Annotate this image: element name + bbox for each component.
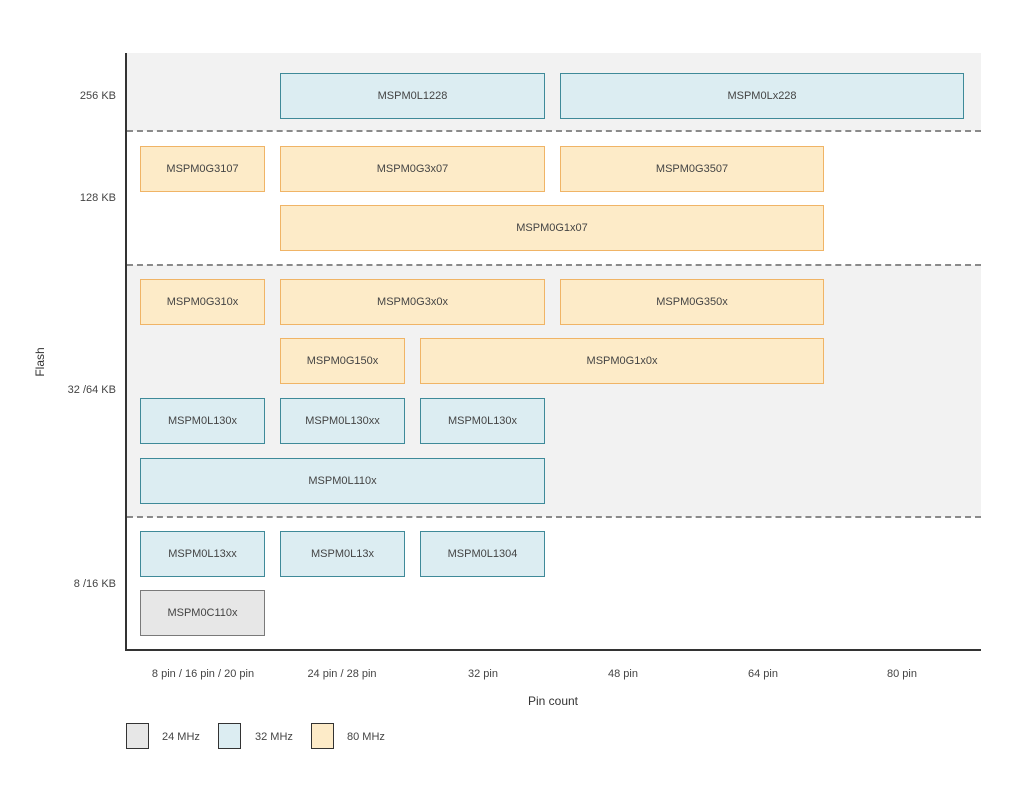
legend-label-24mhz: 24 MHz bbox=[162, 731, 200, 743]
band-8-16kb bbox=[127, 517, 981, 649]
part-box: MSPM0G1x0x bbox=[420, 338, 824, 384]
row-label-256kb: 256 KB bbox=[79, 90, 116, 102]
row-label-128kb: 128 KB bbox=[79, 192, 116, 204]
legend-label-80mhz: 80 MHz bbox=[347, 731, 385, 743]
part-box: MSPM0G150x bbox=[280, 338, 405, 384]
legend-label-32mhz: 32 MHz bbox=[255, 731, 293, 743]
divider-64-16 bbox=[127, 516, 981, 518]
divider-128-64 bbox=[127, 264, 981, 266]
x-tick-label: 8 pin / 16 pin / 20 pin bbox=[151, 668, 255, 680]
part-box: MSPM0G3507 bbox=[560, 146, 824, 192]
legend-swatch-24mhz bbox=[126, 723, 149, 749]
divider-256-128 bbox=[127, 130, 981, 132]
legend-swatch-32mhz bbox=[218, 723, 241, 749]
x-tick-label: 64 pin bbox=[748, 668, 778, 680]
y-axis-title: Flash bbox=[33, 347, 47, 377]
part-box: MSPM0G3107 bbox=[140, 146, 265, 192]
part-box: MSPM0L13x bbox=[280, 531, 405, 577]
part-box: MSPM0L130x bbox=[140, 398, 265, 444]
part-box: MSPM0L110x bbox=[140, 458, 545, 504]
part-box: MSPM0L1304 bbox=[420, 531, 545, 577]
part-box: MSPM0G3x0x bbox=[280, 279, 545, 325]
x-tick-label: 48 pin bbox=[608, 668, 638, 680]
y-axis-line bbox=[125, 53, 127, 650]
part-box: MSPM0G350x bbox=[560, 279, 824, 325]
part-box: MSPM0C110x bbox=[140, 590, 265, 636]
legend-swatch-80mhz bbox=[311, 723, 334, 749]
x-tick-label: 80 pin bbox=[887, 668, 917, 680]
x-tick-label: 32 pin bbox=[468, 668, 498, 680]
x-tick-label: 24 pin / 28 pin bbox=[307, 668, 377, 680]
part-box: MSPM0L130x bbox=[420, 398, 545, 444]
x-axis-line bbox=[125, 649, 981, 651]
part-box: MSPM0G1x07 bbox=[280, 205, 824, 251]
part-box: MSPM0Lx228 bbox=[560, 73, 964, 119]
row-label-8-16kb: 8 /16 KB bbox=[73, 578, 116, 590]
part-box: MSPM0L130xx bbox=[280, 398, 405, 444]
part-box: MSPM0G310x bbox=[140, 279, 265, 325]
part-box: MSPM0L1228 bbox=[280, 73, 545, 119]
part-box: MSPM0L13xx bbox=[140, 531, 265, 577]
part-box: MSPM0G3x07 bbox=[280, 146, 545, 192]
x-axis-title: Pin count bbox=[527, 694, 579, 708]
row-label-32-64kb: 32 /64 KB bbox=[67, 384, 116, 396]
